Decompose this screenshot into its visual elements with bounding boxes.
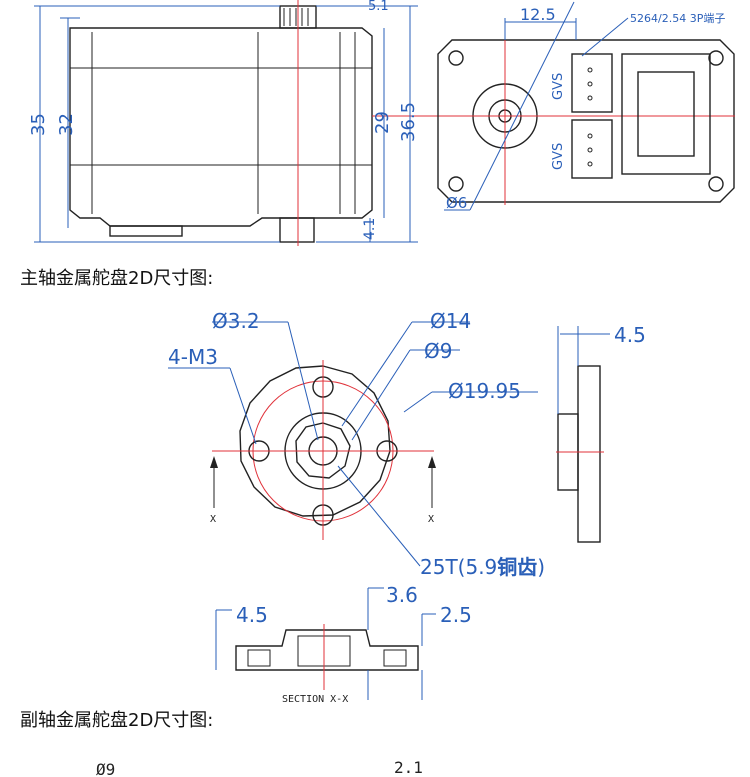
teeth-spec: 25T(5.9铜齿) <box>420 555 545 579</box>
servo-body-outline <box>69 27 373 227</box>
dim-36-5: 36.5 <box>398 102 419 142</box>
dim-aux-2-1: 2.1 <box>394 758 423 777</box>
dim-12-5: 12.5 <box>520 5 556 24</box>
pin-labels-top: GVS <box>551 73 566 100</box>
connector-label: 5264/2.54 3P端子 <box>630 12 725 25</box>
horn-plate-side <box>577 365 601 543</box>
section-marker-left: X <box>210 514 216 525</box>
servo-side-view: 35 32 29 36.5 4.1 5.1 <box>28 0 440 246</box>
mount-hole <box>448 176 464 192</box>
main-horn-front-view: X X Ø3.2 Ø14 Ø9 4-M3 Ø19.95 25T(5.9铜齿) <box>168 309 545 579</box>
mount-hole <box>448 50 464 66</box>
dim-aux-phi-9: Ø9 <box>96 760 115 777</box>
mount-hole <box>708 176 724 192</box>
section2-heading: 副轴金属舵盘2D尺寸图: <box>20 710 214 731</box>
spline-gear <box>295 422 351 479</box>
dim-29: 29 <box>372 111 393 134</box>
dim-5-1: 5.1 <box>368 0 389 14</box>
connector-top <box>571 53 613 113</box>
section1-heading: 主轴金属舵盘2D尺寸图: <box>20 268 214 289</box>
servo-top-view: GVS GVS 12.5 5264/2.54 3P端子 Ø6 <box>437 1 735 212</box>
connector-bottom <box>571 119 613 179</box>
dim-phi-3-2: Ø3.2 <box>212 309 260 333</box>
horn-outer-polygon <box>239 365 391 517</box>
label-window <box>621 53 711 175</box>
bottom-boss <box>279 217 315 243</box>
dim-32: 32 <box>56 113 77 136</box>
main-horn-side-view: 4.5 <box>556 323 646 543</box>
dim-sec-3-6: 3.6 <box>386 583 418 607</box>
dim-phi-9: Ø9 <box>424 339 452 363</box>
dim-phi-19-95: Ø19.95 <box>448 379 521 403</box>
pin-labels-bottom: GVS <box>551 143 566 170</box>
aux-horn-drawing: Ø9 2.1 <box>96 758 423 777</box>
mount-hole <box>708 50 724 66</box>
section-body <box>235 629 419 671</box>
section-caption: SECTION X-X <box>282 694 348 705</box>
dim-4-1: 4.1 <box>362 218 378 240</box>
dim-sec-2-5: 2.5 <box>440 603 472 627</box>
dim-sec-4-5: 4.5 <box>236 603 268 627</box>
section-view-x-x: 4.5 3.6 2.5 SECTION X-X <box>215 583 472 705</box>
dim-35: 35 <box>28 113 49 136</box>
dim-4-m3: 4-M3 <box>168 345 218 369</box>
servo-top-outline <box>437 39 735 203</box>
dim-phi-6: Ø6 <box>446 194 467 212</box>
dim-phi-14: Ø14 <box>430 309 471 333</box>
section-marker-right: X <box>428 514 434 525</box>
dim-side-4-5: 4.5 <box>614 323 646 347</box>
